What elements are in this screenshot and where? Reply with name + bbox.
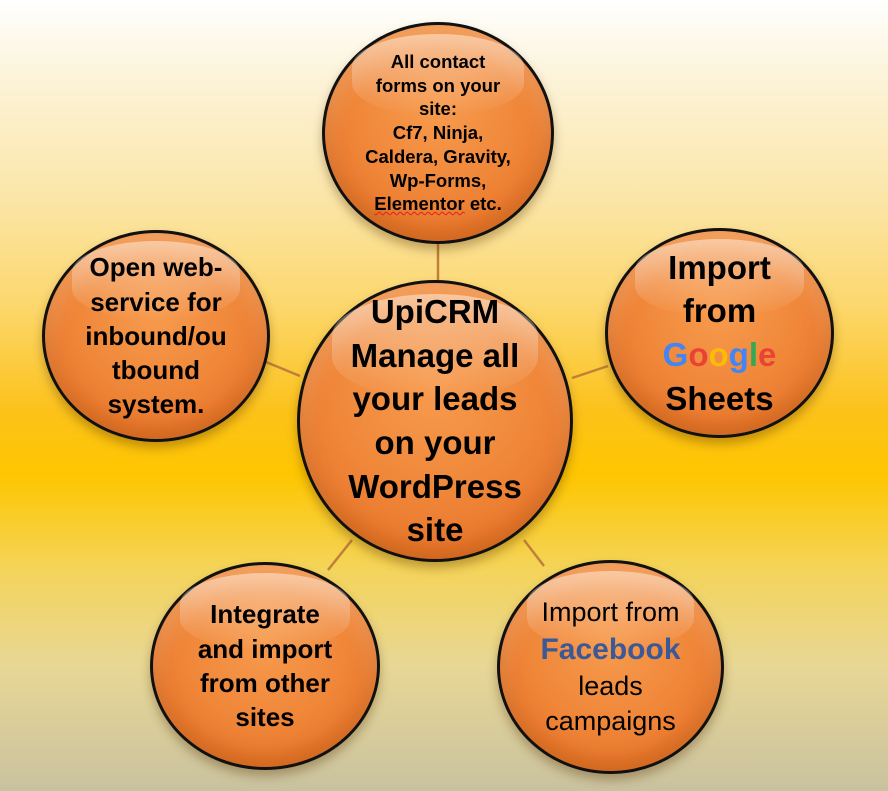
text-line: on your bbox=[374, 424, 496, 461]
text-line: leads bbox=[578, 670, 643, 701]
text-fragment: etc. bbox=[464, 193, 502, 215]
text-line: All contact bbox=[390, 51, 486, 73]
text-line: Cf7, Ninja, bbox=[392, 122, 484, 144]
connector-left bbox=[265, 360, 301, 378]
text-line: UpiCRM bbox=[370, 293, 500, 331]
google-letter: G bbox=[662, 336, 689, 373]
node-contact-forms: All contact forms on your site: Cf7, Nin… bbox=[322, 22, 554, 244]
text-line: WordPress bbox=[348, 467, 522, 505]
node-contact-forms-text: All contact forms on your site: Cf7, Nin… bbox=[365, 50, 511, 216]
node-facebook-leads-text: Import from Facebook leads campaigns bbox=[540, 595, 680, 739]
text-line: from other bbox=[200, 668, 330, 698]
connector-bottom-left bbox=[327, 539, 353, 571]
google-logo-text: Google bbox=[663, 333, 777, 377]
text-line: tbound bbox=[111, 355, 201, 386]
text-line: system. bbox=[107, 389, 205, 420]
node-other-sites-text: Integrate and import from other sites bbox=[198, 597, 332, 734]
text-line: forms on your bbox=[375, 74, 501, 96]
node-web-service-text: Open web- service for inbound/ou tbound … bbox=[85, 250, 227, 422]
text-line: inbound/ou bbox=[85, 320, 227, 351]
text-line: service for bbox=[90, 286, 222, 317]
text-line: Elementor etc. bbox=[365, 192, 511, 216]
node-web-service: Open web- service for inbound/ou tbound … bbox=[42, 230, 270, 442]
text-line: Import bbox=[668, 248, 771, 286]
text-line: site: bbox=[418, 98, 458, 120]
facebook-logo-text: Facebook bbox=[540, 632, 681, 666]
text-line: campaigns bbox=[545, 706, 676, 737]
connector-right bbox=[571, 364, 609, 380]
text-line: Caldera, Gravity, bbox=[365, 145, 511, 167]
google-letter: g bbox=[728, 336, 749, 373]
google-letter: o bbox=[688, 336, 709, 373]
text-line: site bbox=[406, 511, 464, 549]
google-letter: e bbox=[758, 336, 777, 373]
text-line: Integrate bbox=[210, 599, 320, 630]
google-letter: o bbox=[708, 336, 729, 373]
text-line: Import from bbox=[541, 596, 680, 627]
text-line: your leads bbox=[352, 380, 518, 418]
google-letter: l bbox=[748, 336, 758, 373]
elementor-word: Elementor bbox=[374, 193, 465, 215]
node-upicrm-center: UpiCRM Manage all your leads on your Wor… bbox=[297, 280, 573, 562]
text-line: Manage all bbox=[350, 336, 520, 374]
text-line: and import bbox=[197, 633, 333, 664]
text-line: Open web- bbox=[89, 252, 223, 283]
node-upicrm-center-text: UpiCRM Manage all your leads on your Wor… bbox=[348, 290, 522, 551]
text-line: Wp-Forms, bbox=[389, 169, 487, 191]
connector-bottom-right bbox=[523, 539, 545, 567]
node-facebook-leads: Import from Facebook leads campaigns bbox=[497, 560, 724, 774]
node-google-sheets-text: Import from Google Sheets bbox=[663, 246, 777, 420]
node-other-sites: Integrate and import from other sites bbox=[150, 562, 380, 770]
node-google-sheets: Import from Google Sheets bbox=[605, 228, 834, 438]
text-line: Sheets bbox=[665, 379, 774, 417]
text-line: from bbox=[682, 292, 757, 330]
text-line: sites bbox=[235, 702, 295, 733]
